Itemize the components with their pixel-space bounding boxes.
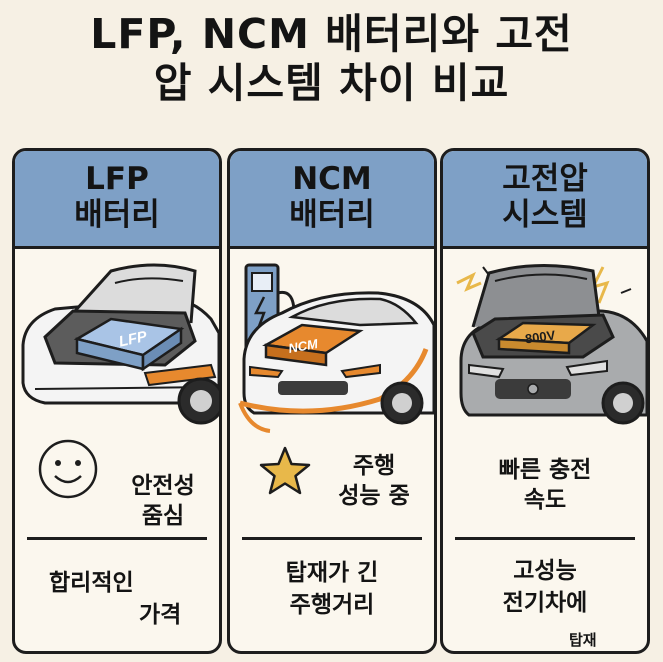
ncm-header: NCM 배터리	[230, 151, 434, 249]
title-line-2: 압 시스템 차이 비교	[153, 59, 510, 107]
high-voltage-bottom-line-2: 전기차에	[502, 590, 588, 616]
smiley-icon	[38, 439, 98, 499]
tail-light	[143, 363, 217, 387]
lfp-bottom-line-1: 합리적인	[49, 570, 134, 596]
ncm-feature-text: 주행 성능 중	[316, 451, 432, 511]
high-voltage-feature-line-1: 빠른 충전	[498, 457, 592, 483]
lfp-panel: LFP 배터리 LFP 안전성 줌심 합리적인 가격	[12, 148, 222, 654]
lfp-car-illustration: LFP	[21, 263, 219, 425]
lfp-battery-label: LFP	[117, 328, 149, 351]
lfp-header: LFP 배터리	[15, 151, 219, 249]
charging-cable	[239, 348, 429, 414]
lfp-battery-icon	[73, 317, 185, 372]
title-line-1: LFP, NCM 배터리와 고전	[90, 10, 573, 58]
ncm-battery-label: NCM	[287, 336, 320, 356]
ncm-bottom-text: 탑재가 긴 주행거리	[230, 557, 434, 621]
ncm-panel: NCM 배터리 NCM 주행 성능	[227, 148, 437, 654]
lfp-header-line-1: LFP	[85, 161, 149, 197]
lfp-header-line-2: 배터리	[74, 197, 160, 233]
page-title: LFP, NCM 배터리와 고전 압 시스템 차이 비교	[0, 10, 663, 108]
ncm-battery-icon	[262, 323, 364, 367]
high-voltage-battery-icon	[495, 321, 597, 355]
high-voltage-feature-line-2: 속도	[523, 487, 567, 513]
high-voltage-panel: 고전압 시스템 800V 빠른 충전 속도	[440, 148, 650, 654]
open-hood	[471, 263, 601, 328]
ncm-bottom-line-1: 탑재가 긴	[285, 560, 379, 586]
high-voltage-bottom-note: 탑재	[569, 631, 597, 649]
ncm-feature-line-1: 주행	[352, 453, 396, 479]
high-voltage-bottom-text: 고성능 전기차에	[443, 555, 647, 619]
lightning-icon	[590, 266, 610, 304]
high-voltage-battery-label: 800V	[524, 327, 556, 346]
lfp-divider	[27, 537, 207, 540]
star-icon	[259, 446, 311, 495]
high-voltage-header-line-1: 고전압	[502, 161, 588, 197]
lightning-icon	[456, 271, 482, 292]
high-voltage-bottom-line-1: 고성능	[513, 558, 577, 584]
lfp-feature-text: 안전성 줌심	[111, 471, 215, 531]
lfp-bottom-line-2: 가격	[139, 602, 182, 628]
ncm-divider	[242, 537, 422, 540]
high-voltage-divider	[455, 537, 635, 540]
high-voltage-feature-text: 빠른 충전 속도	[443, 455, 647, 515]
high-voltage-car-illustration: 800V	[456, 263, 647, 425]
ncm-feature-line-2: 성능 중	[338, 483, 410, 509]
high-voltage-header-line-2: 시스템	[502, 197, 588, 233]
ncm-car-illustration: NCM	[238, 263, 434, 433]
ncm-header-line-1: NCM	[292, 161, 372, 197]
high-voltage-header: 고전압 시스템	[443, 151, 647, 249]
lfp-feature-line-2: 줌심	[141, 503, 185, 529]
ncm-bottom-line-2: 주행거리	[289, 592, 375, 618]
ncm-header-line-2: 배터리	[289, 197, 375, 233]
lfp-feature-line-1: 안전성	[131, 473, 195, 499]
